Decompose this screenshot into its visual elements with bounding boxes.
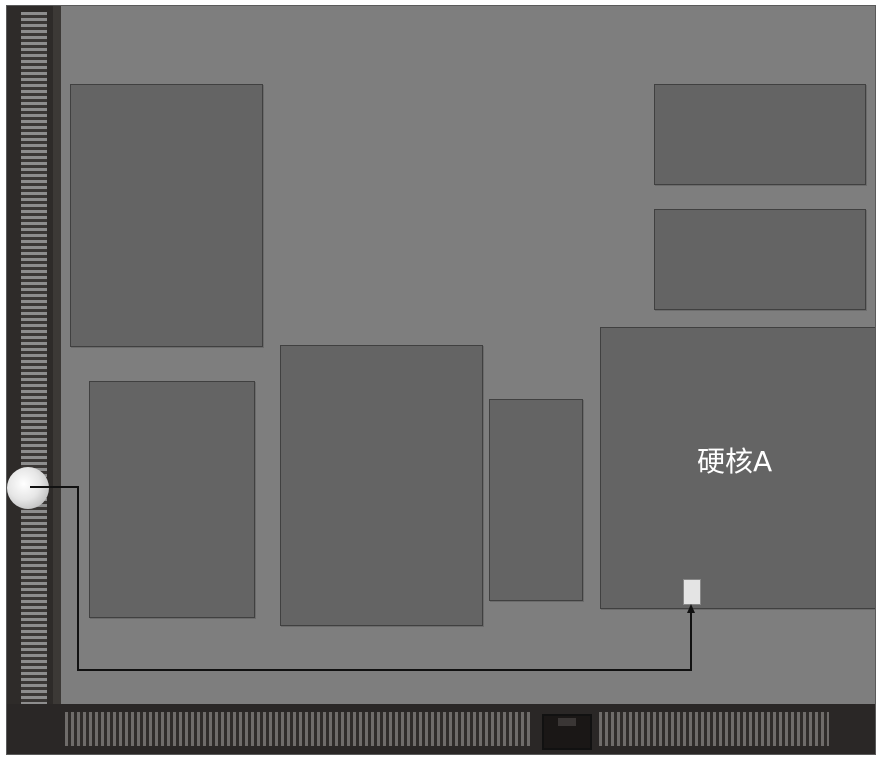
- bottom-io-pads-right: [599, 712, 829, 746]
- hard-core-a: 硬核A: [600, 327, 875, 609]
- bottom-io-ring: [7, 704, 875, 754]
- logic-block-bottom-left: [89, 381, 255, 618]
- bottom-io-large-pad: [542, 714, 592, 750]
- chip-die: 硬核A: [6, 5, 876, 755]
- logic-block-top-left: [70, 84, 263, 347]
- logic-block-center: [280, 345, 483, 626]
- bottom-io-pads-left: [65, 712, 530, 746]
- left-io-pads: [21, 12, 47, 706]
- left-io-edge: [53, 6, 61, 754]
- signal-wire: [30, 486, 695, 671]
- logic-block-top-right-2: [654, 209, 866, 310]
- left-io-ring: [7, 6, 61, 754]
- hard-core-label: 硬核A: [697, 445, 773, 478]
- logic-block-top-right-1: [654, 84, 866, 185]
- logic-block-narrow: [489, 399, 583, 601]
- signal-route: [30, 486, 695, 671]
